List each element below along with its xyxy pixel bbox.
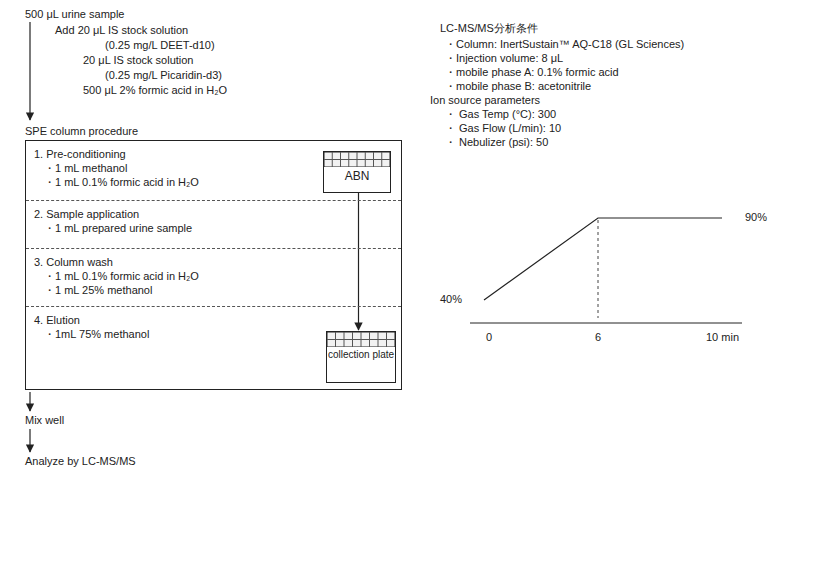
flow-arrow — [29, 22, 30, 120]
condition-text: ・ Nebulizer (psi): 50 — [445, 136, 548, 149]
condition-text: ・mobile phase A: 0.1% formic acid — [445, 66, 619, 79]
condition-text: ・ Gas Temp (°C): 300 — [445, 108, 556, 121]
flow-arrow — [29, 392, 30, 411]
step-detail: ・1 mL prepared urine sample — [34, 221, 393, 235]
step-text: (0.25 mg/L DEET-d10) — [105, 39, 215, 52]
condition-text: ・Column: InertSustain™ AQ-C18 (GL Scienc… — [445, 38, 684, 51]
axis-label: 40% — [440, 293, 462, 306]
condition-text: LC-MS/MS分析条件 — [440, 22, 538, 35]
axis-label: 90% — [745, 211, 767, 224]
time-axis — [470, 323, 742, 324]
section-heading: SPE column procedure — [25, 124, 138, 138]
spe-cartridge: ABN — [323, 151, 391, 193]
procedure-box: SPE column procedure1. Pre-conditioning・… — [25, 140, 402, 390]
axis-label: 0 — [486, 331, 492, 344]
step-title: 2. Sample application — [34, 207, 393, 221]
step-text: Mix well — [25, 414, 64, 427]
part-label: ABN — [324, 169, 390, 183]
condition-text: ・ Gas Flow (L/min): 10 — [445, 122, 561, 135]
collection-plate: collection plate — [326, 331, 396, 383]
step-detail: ・1 mL 0.1% formic acid in H₂O — [34, 269, 393, 283]
step-text: (0.25 mg/L Picaridin-d3) — [105, 69, 222, 82]
part-label: collection plate — [327, 349, 395, 361]
condition-text: Ion source parameters — [430, 94, 540, 107]
step-text: Add 20 μL IS stock solution — [55, 24, 188, 37]
step-text: Analyze by LC-MS/MS — [25, 455, 136, 468]
axis-label: 6 — [595, 331, 601, 344]
step-band: 2. Sample application・1 mL prepared urin… — [26, 201, 401, 249]
cartridge-wells — [324, 152, 390, 167]
flow-arrow — [29, 429, 30, 452]
condition-text: ・Injection volume: 8 μL — [445, 52, 563, 65]
condition-text: ・mobile phase B: acetonitrile — [445, 80, 591, 93]
step-text: 500 μL urine sample — [25, 8, 125, 21]
gradient-marker — [598, 220, 599, 318]
step-text: 500 μL 2% formic acid in H₂O — [83, 84, 227, 97]
gradient-line — [484, 218, 722, 300]
axis-label: 10 min — [706, 331, 739, 344]
step-band: 3. Column wash・1 mL 0.1% formic acid in … — [26, 249, 401, 307]
step-text: 20 μL IS stock solution — [83, 54, 194, 67]
plate-wells — [327, 332, 395, 347]
step-title: 3. Column wash — [34, 255, 393, 269]
step-title: 4. Elution — [34, 313, 393, 327]
flow-arrow — [358, 193, 359, 330]
step-detail: ・1 mL 25% methanol — [34, 283, 393, 297]
